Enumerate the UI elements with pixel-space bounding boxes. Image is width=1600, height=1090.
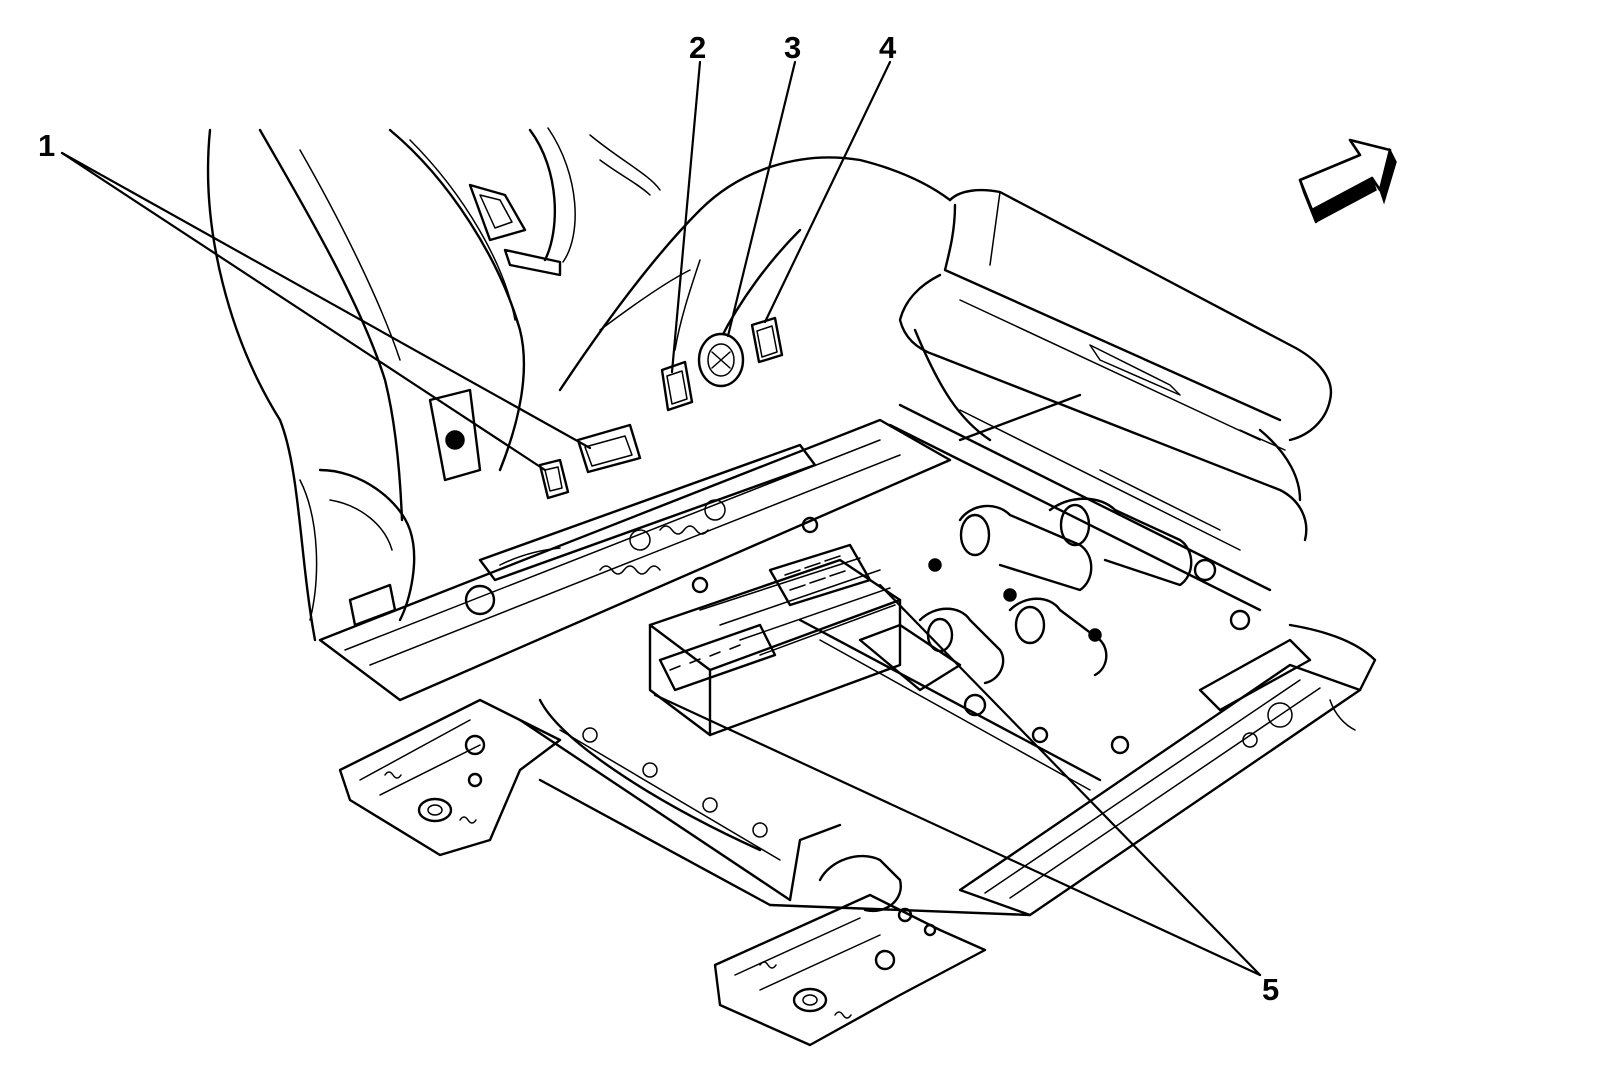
lumbar-switch-front: [538, 458, 570, 500]
leader-5a: [878, 583, 1262, 977]
callout-5: 5: [1262, 972, 1279, 1007]
seat-cushion: [558, 156, 1333, 542]
seat-frame: [318, 393, 1377, 917]
leader-5b: [653, 693, 1262, 977]
forward-direction-arrow-icon: [1298, 138, 1397, 224]
lumbar-switch-rear: [576, 423, 642, 474]
seat-back: [206, 127, 661, 642]
seat-switch-4: [750, 316, 784, 364]
callout-4: 4: [879, 30, 897, 65]
seat-switch-2: [660, 360, 694, 412]
leader-1a: [60, 151, 547, 472]
callout-2: 2: [689, 30, 706, 65]
leader-4: [763, 60, 892, 324]
leader-2: [670, 60, 702, 374]
callout-labels: 1 2 3 4 5: [38, 30, 1279, 1007]
seat-switches: [538, 316, 784, 500]
leader-1b: [60, 151, 592, 450]
callout-1: 1: [38, 128, 55, 163]
leader-3: [726, 60, 797, 338]
leader-lines: [60, 60, 1262, 977]
seat-feet: [338, 698, 987, 1047]
callout-3: 3: [784, 30, 801, 65]
